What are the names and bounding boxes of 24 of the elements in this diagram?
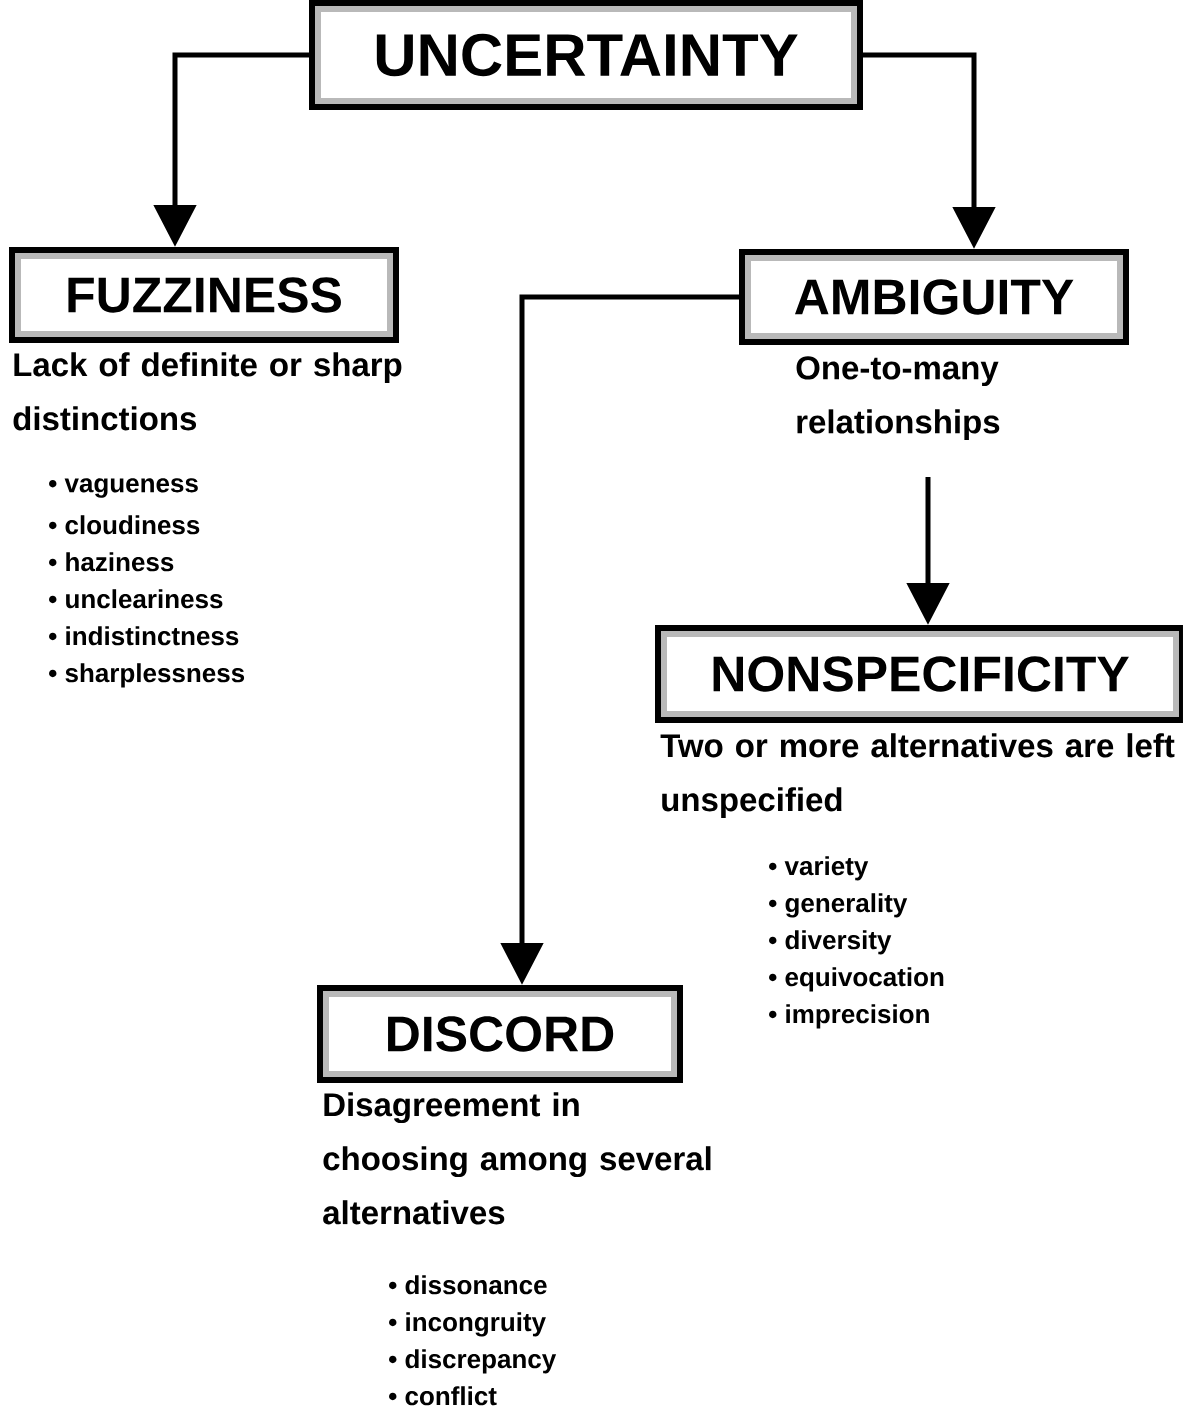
bullet-item: • vagueness xyxy=(49,478,198,498)
bullet-item: • generality xyxy=(769,893,908,918)
title-box: AMBIGUITY xyxy=(739,249,1129,345)
bullet-item: • variety xyxy=(769,856,869,881)
title-box: UNCERTAINTY xyxy=(309,0,863,110)
bullet-item: • cloudiness xyxy=(49,515,200,535)
bullet-item: • haziness xyxy=(49,552,174,572)
description-text: Lack of definite or sharp distinctions xyxy=(13,352,402,431)
bullet-item: • incongruity xyxy=(389,1312,546,1337)
description-text: Two or more alternatives are left unspecified xyxy=(660,733,1175,818)
bullet-item: • uncleariness xyxy=(49,589,223,609)
bullet-item: • sharplessness xyxy=(49,663,245,688)
bullet-item: • dissonance xyxy=(389,1275,547,1295)
title-box: DISCORD xyxy=(317,985,683,1083)
bullet-item: • imprecision xyxy=(769,1004,929,1029)
title-box: FUZZINESS xyxy=(9,247,399,343)
description-text: One-to-many relationships xyxy=(796,356,1000,441)
title-box: NONSPECIFICITY xyxy=(655,625,1183,723)
bullet-item: • conflict xyxy=(389,1386,497,1406)
bullet-item: • equivocation xyxy=(769,967,944,992)
bullet-item: • discrepancy xyxy=(389,1349,557,1374)
bullet-item: • diversity xyxy=(769,930,892,955)
bullet-item: • indistinctness xyxy=(49,626,239,646)
description-text: Disagreement in choosing among several alternatives xyxy=(323,1092,711,1225)
